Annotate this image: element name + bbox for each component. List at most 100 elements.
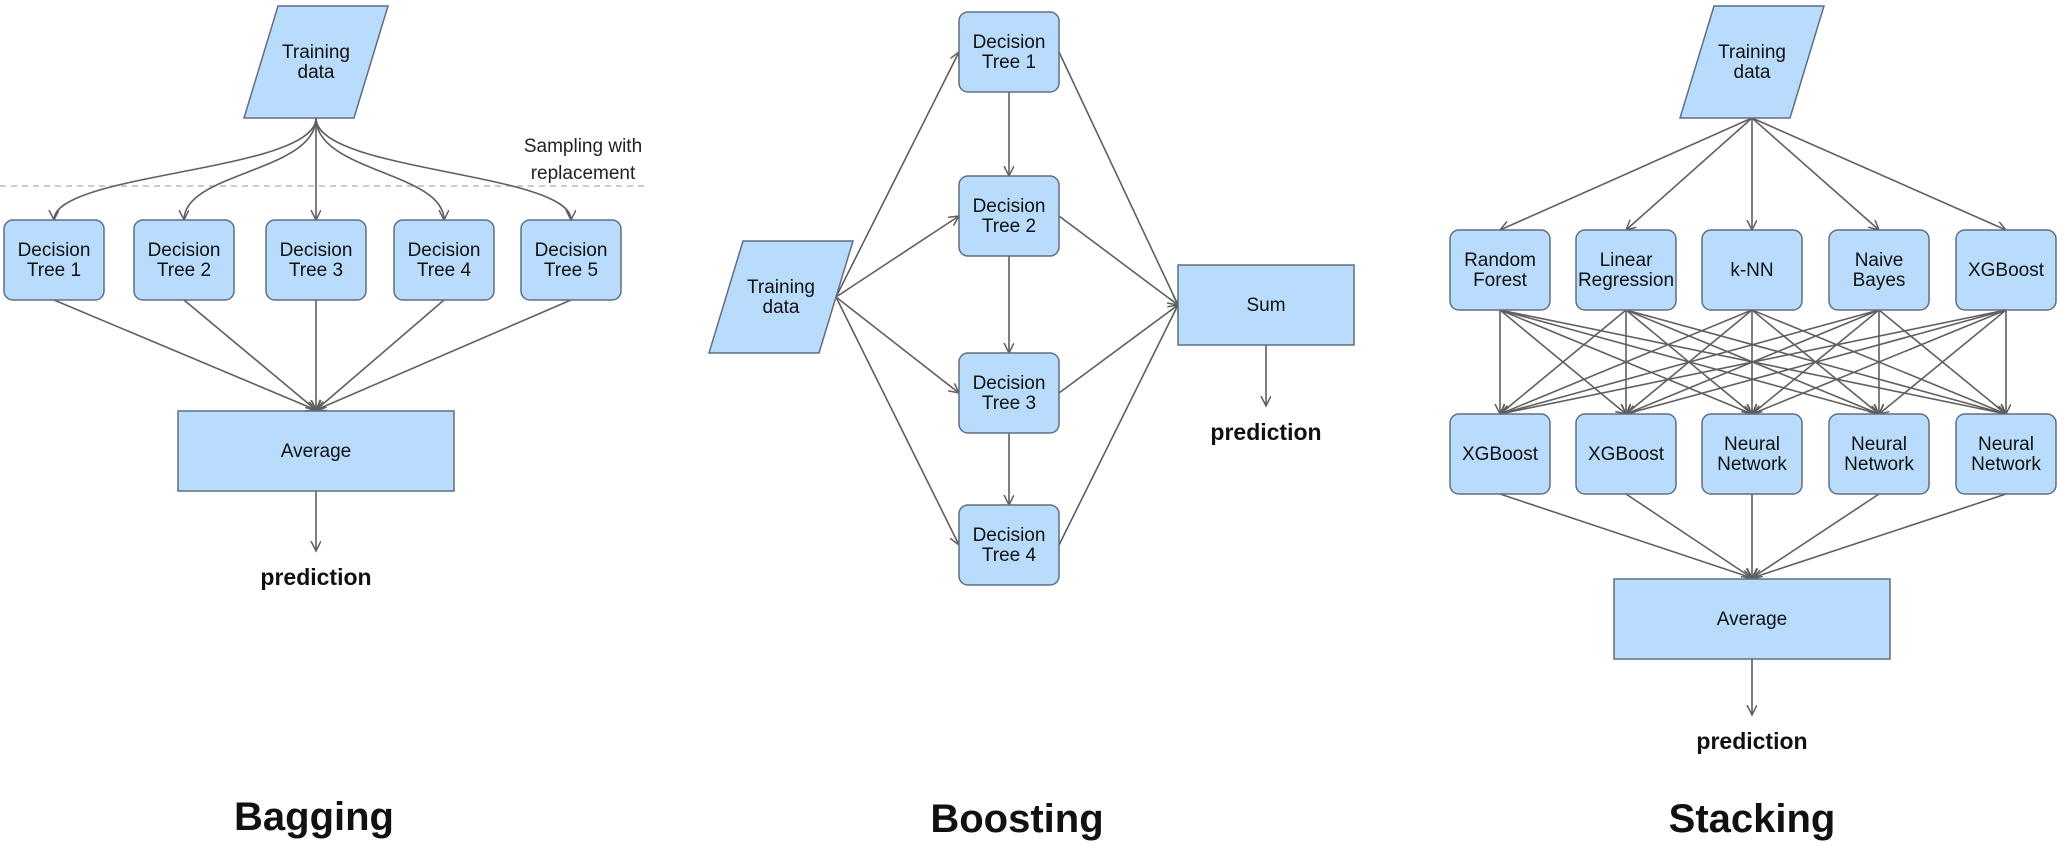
stacking-meta-model-4-label-line-1: Neural [1851,434,1907,455]
stacking-meta-5-to-average [1752,493,2007,578]
bagging-decision-tree-3-label-line-1: Decision [280,240,353,261]
bagging-decision-tree-1-shape [3,219,105,301]
stacking-training-to-base-2 [1626,117,1753,230]
bagging-training-data-label-line-2: data [298,62,335,83]
bagging-training-data-label-line-1: Training [282,42,350,63]
stacking-base-model-2-shape [1575,229,1677,311]
stacking-base-model-3-shape [1701,229,1803,311]
bagging-decision-tree-3-label-line-2: Tree 3 [289,260,343,281]
bagging-tree-2-to-average [183,299,316,410]
boosting-decision-tree-1-shape [958,11,1060,93]
stacking-meta-2-to-average [1625,493,1752,578]
bagging-tree-4-to-average [316,299,445,410]
stacking-meta-model-2-label-line-1: XGBoost [1588,444,1665,465]
stacking-base-2-to-meta-1 [1500,309,1627,414]
boosting-tree-2-to-sum [1058,215,1178,305]
boosting-title: Boosting [930,797,1103,841]
boosting-training-data-shape [707,240,855,354]
bagging-decision-tree-3-shape [265,219,367,301]
stacking-training-to-base-5 [1751,117,2006,230]
bagging-decision-tree-5-shape [520,219,622,301]
boosting-decision-tree-4-label-line-1: Decision [973,525,1046,546]
stacking-base-model-3-label-line-1: k-NN [1730,260,1773,281]
boosting-decision-tree-4-shape [958,504,1060,586]
stacking-base-4-to-meta-1 [1500,309,1880,414]
stacking-base-5-to-meta-1 [1500,309,2007,414]
bagging-decision-tree-4-label-line-1: Decision [408,240,481,261]
stacking-training-to-base-4 [1751,117,1879,230]
bagging-decision-tree-2-shape [133,219,235,301]
bagging-decision-tree-2-label-line-2: Tree 2 [157,260,211,281]
boosting-decision-tree-3-label-line-1: Decision [973,373,1046,394]
boosting-tree-1-to-sum [1058,51,1178,305]
stacking-training-data-label-line-2: data [1734,62,1771,83]
boosting-training-to-tree-3 [835,296,959,393]
stacking-training-to-base-1 [1500,117,1753,230]
stacking-training-data-shape [1678,5,1826,119]
stacking-meta-model-1-shape [1449,413,1551,495]
boosting-decision-tree-1-label-line-2: Tree 1 [982,52,1036,73]
boosting-sum-node-label-line-1: Sum [1246,295,1285,316]
stacking-prediction: prediction [1696,728,1807,754]
bagging-tree-5-to-average [316,299,572,410]
stacking-meta-model-1-label-line-1: XGBoost [1462,444,1539,465]
boosting-training-data-label-line-2: data [763,297,800,318]
stacking-meta-model-3-shape [1701,413,1803,495]
stacking-meta-model-3-label-line-1: Neural [1724,434,1780,455]
stacking-meta-model-5-label-line-1: Neural [1978,434,2034,455]
stacking-base-model-5: XGBoost [1955,229,2057,311]
boosting-tree-3-to-sum [1058,305,1178,394]
bagging-decision-tree-4-label-line-2: Tree 4 [417,260,472,281]
boosting-prediction: prediction [1210,419,1321,445]
bagging-sample-edge-2 [184,117,317,220]
stacking-average-node-shape [1613,578,1891,660]
boosting-training-data-label-line-1: Training [747,277,815,298]
bagging-average-node-shape [177,410,455,492]
bagging-title: Bagging [234,795,394,839]
boosting-sum-node-shape [1177,264,1355,346]
stacking-base-model-4-label-line-1: Naive [1855,250,1904,271]
bagging-sample-edge-4 [315,117,444,220]
stacking-base-5-to-meta-3 [1752,309,2007,414]
bagging-training-data-shape [242,5,390,119]
bagging-sampling-note-line-1: Sampling with [524,136,642,157]
boosting-decision-tree-2-shape [958,175,1060,257]
boosting-decision-tree-3-shape [958,352,1060,434]
stacking-base-3-to-meta-1 [1500,309,1753,414]
boosting-training-to-tree-1 [835,52,959,298]
stacking-average-node-label-line-1: Average [1717,609,1787,630]
stacking-training-data-label-line-1: Training [1718,42,1786,63]
stacking-meta-model-4-label-line-2: Network [1844,454,1914,475]
stacking-meta-model-1: XGBoost [1449,413,1551,495]
bagging-decision-tree-1-label-line-2: Tree 1 [27,260,81,281]
bagging-sample-edge-1 [54,117,317,220]
stacking-meta-model-3-label-line-2: Network [1717,454,1787,475]
bagging-decision-tree-5-label-line-2: Tree 5 [544,260,598,281]
bagging-decision-tree-1-label-line-1: Decision [18,240,91,261]
stacking-base-model-4-label-line-2: Bayes [1853,270,1906,291]
boosting-decision-tree-2-label-line-1: Decision [973,196,1046,217]
stacking-average-node: Average [1613,578,1891,660]
stacking-meta-4-to-average [1752,493,1880,578]
stacking-meta-model-5-shape [1955,413,2057,495]
boosting-training-to-tree-2 [835,216,959,298]
stacking-meta-model-2-shape [1575,413,1677,495]
boosting-decision-tree-3-label-line-2: Tree 3 [982,393,1036,414]
